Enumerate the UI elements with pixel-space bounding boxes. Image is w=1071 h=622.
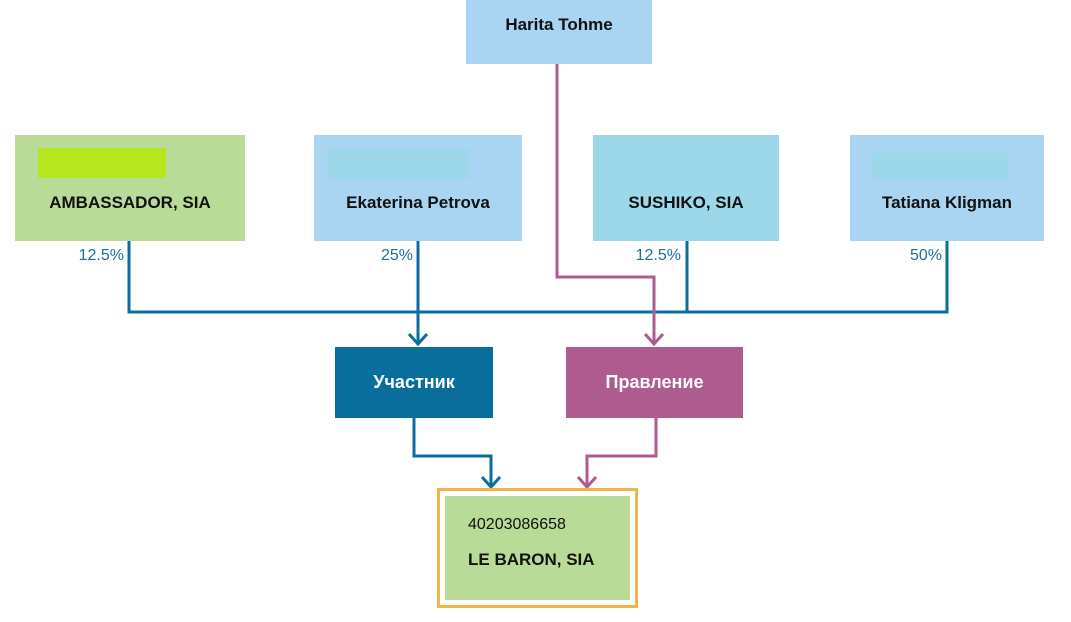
company-name: LE BARON, SIA bbox=[468, 550, 595, 569]
node-name: AMBASSADOR, SIA bbox=[49, 193, 211, 212]
redacted-label bbox=[38, 148, 166, 178]
node-name: SUSHIKO, SIA bbox=[628, 193, 744, 212]
company-registration-number: 40203086658 bbox=[468, 516, 566, 533]
connector-member-to-target bbox=[412, 418, 493, 487]
node-owner-ekaterina-petrova[interactable]: Ekaterina Petrova bbox=[314, 135, 522, 241]
redacted-label bbox=[327, 149, 469, 179]
connector-ambassador bbox=[127, 241, 949, 314]
node-harita-tohme[interactable]: Harita Tohme bbox=[466, 0, 652, 64]
share-tatiana: 50% bbox=[909, 247, 942, 264]
share-ekaterina: 25% bbox=[380, 247, 413, 264]
node-name: Tatiana Kligman bbox=[881, 193, 1013, 212]
role-label: Правление bbox=[605, 372, 704, 392]
arrowhead-target-member bbox=[480, 475, 502, 490]
board-connectors bbox=[555, 64, 665, 490]
redacted-label bbox=[872, 153, 1008, 179]
member-connectors bbox=[127, 241, 949, 490]
connector-harita bbox=[555, 64, 656, 344]
node-owner-tatiana-kligman[interactable]: Tatiana Kligman bbox=[850, 135, 1044, 241]
target-company-body: 40203086658 LE BARON, SIA bbox=[445, 496, 630, 600]
node-name: Harita Tohme bbox=[505, 15, 613, 34]
arrowhead-member bbox=[407, 332, 429, 347]
redacted-label bbox=[488, 0, 592, 1]
node-owner-ambassador[interactable]: AMBASSADOR, SIA bbox=[15, 135, 245, 241]
connector-board-to-target bbox=[585, 418, 658, 487]
node-role-member[interactable]: Участник bbox=[335, 347, 493, 418]
role-label: Участник bbox=[373, 372, 455, 392]
share-sushiko: 12.5% bbox=[635, 247, 681, 264]
share-ambassador: 12.5% bbox=[78, 247, 124, 264]
node-target-company[interactable]: 40203086658 LE BARON, SIA bbox=[437, 488, 638, 608]
node-role-board[interactable]: Правление bbox=[566, 347, 743, 418]
arrowhead-target-board bbox=[576, 475, 598, 490]
node-owner-sushiko[interactable]: SUSHIKO, SIA bbox=[593, 135, 779, 241]
node-name: Ekaterina Petrova bbox=[346, 193, 490, 212]
arrowhead-board bbox=[643, 332, 665, 347]
